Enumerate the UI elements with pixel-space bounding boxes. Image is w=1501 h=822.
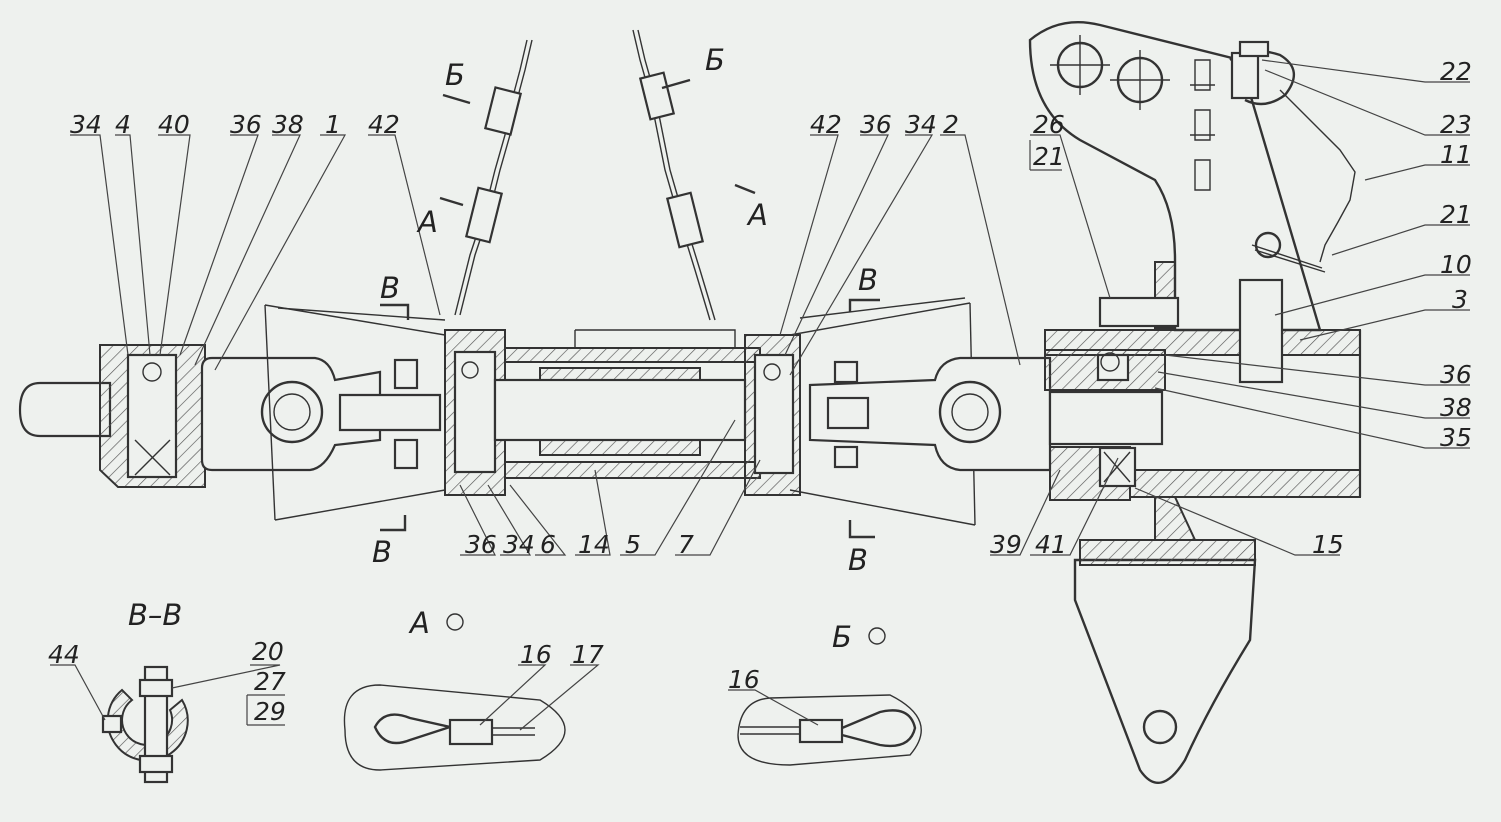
inner-shaft: [493, 378, 747, 442]
callout-23: 23: [1440, 110, 1472, 139]
output-shaft: [1048, 390, 1164, 446]
callout-21: 21: [1440, 200, 1472, 229]
section-mark-v: В: [380, 271, 400, 305]
callout-34: 34: [905, 110, 937, 139]
section-cut-marks: [380, 78, 880, 539]
callout-36: 36: [1440, 360, 1472, 389]
callout-labels: 34 4 40 36 38 1 42 42 36 34 2 26 21 22 2…: [48, 57, 1472, 726]
callout-22: 22: [1440, 57, 1472, 86]
right-hitch-bracket: [1028, 21, 1362, 785]
callout-34: 34: [503, 530, 535, 559]
left-yoke: [200, 356, 382, 472]
section-mark-v: В: [372, 535, 392, 569]
shield-tie-cables: [454, 29, 716, 321]
callout-26: 26: [1033, 110, 1065, 139]
callout-21: 21: [1033, 142, 1065, 171]
callout-2: 2: [943, 110, 959, 139]
left-flange-assembly: [18, 344, 206, 488]
callout-35: 35: [1440, 423, 1472, 452]
callout-16: 16: [728, 665, 760, 694]
callout-10: 10: [1440, 250, 1472, 279]
view-b-detail: [737, 694, 922, 766]
callout-44: 44: [48, 640, 80, 669]
right-universal-joint: [808, 356, 1052, 472]
callout-17: 17: [572, 640, 604, 669]
section-letters: Б Б А А В В В В В–В А Б: [128, 43, 886, 654]
section-mark-b: Б: [445, 58, 465, 92]
rotation-icon: [868, 627, 886, 645]
left-shaft: [18, 381, 112, 438]
section-mark-v: В: [858, 263, 878, 297]
callout-3: 3: [1452, 285, 1468, 314]
callout-6: 6: [540, 530, 556, 559]
left-shield-cone: [264, 304, 446, 521]
callout-36: 36: [230, 110, 262, 139]
callout-39: 39: [990, 530, 1022, 559]
callout-38: 38: [272, 110, 304, 139]
left-universal-joint: [200, 356, 442, 472]
view-title-a: А: [408, 606, 430, 640]
callout-20: 20: [252, 637, 284, 666]
safety-chain: [1190, 40, 1356, 273]
callout-11: 11: [1440, 140, 1472, 169]
callout-36: 36: [465, 530, 497, 559]
callout-42: 42: [368, 110, 400, 139]
callout-42: 42: [810, 110, 842, 139]
callout-7: 7: [678, 530, 694, 559]
callout-5: 5: [625, 530, 641, 559]
view-title-b: Б: [832, 620, 852, 654]
callout-40: 40: [158, 110, 190, 139]
section-mark-b: Б: [705, 43, 725, 77]
outer-tube: [504, 347, 761, 363]
section-mark-a: А: [416, 205, 438, 239]
section-vv-view: [101, 665, 189, 784]
callout-14: 14: [578, 530, 610, 559]
section-mark-v: В: [848, 543, 868, 577]
callout-29: 29: [254, 697, 286, 726]
callout-38: 38: [1440, 393, 1472, 422]
leader-lines: [50, 59, 1470, 731]
callout-34: 34: [70, 110, 102, 139]
view-a-detail: [343, 684, 566, 771]
callout-1: 1: [325, 110, 341, 139]
callout-15: 15: [1312, 530, 1344, 559]
section-mark-a: А: [746, 198, 768, 232]
splined-shaft-left: [338, 393, 442, 432]
section-title-vv: В–В: [128, 598, 182, 632]
bracket-plate: [1028, 21, 1322, 332]
lower-clevis: [1073, 558, 1257, 785]
callout-36: 36: [860, 110, 892, 139]
central-telescopic-section: [444, 329, 801, 496]
rotation-icon: [446, 613, 464, 631]
callout-4: 4: [115, 110, 131, 139]
callout-27: 27: [254, 667, 286, 696]
callout-41: 41: [1035, 530, 1067, 559]
callout-16: 16: [520, 640, 552, 669]
